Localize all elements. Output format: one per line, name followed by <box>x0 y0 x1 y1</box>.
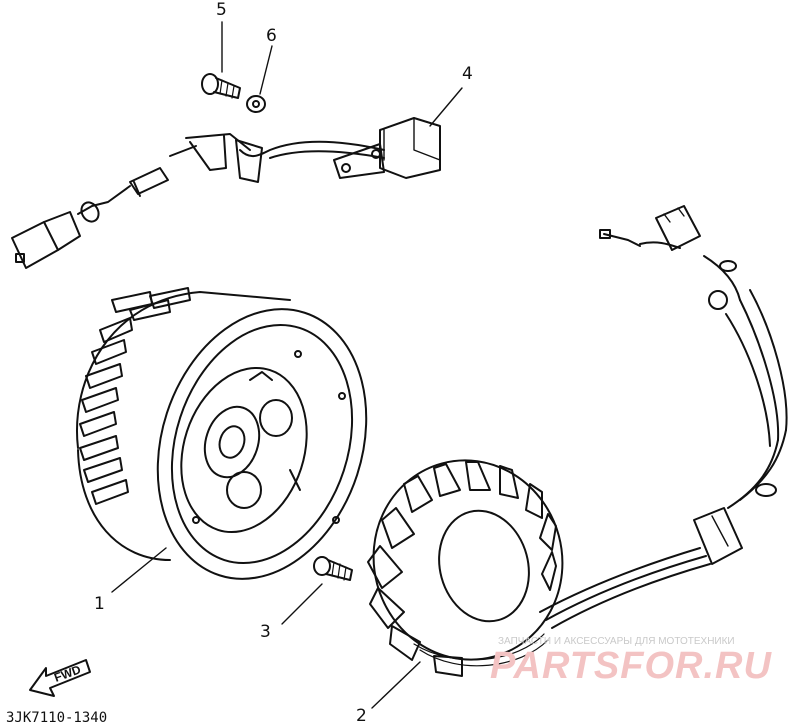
callout-1: 1 <box>94 594 105 614</box>
pickup-coil <box>11 117 441 269</box>
callout-5: 5 <box>216 0 227 20</box>
watermark-tagline: ЗАПЧАСТИ И АКСЕССУАРЫ ДЛЯ МОТОТЕХНИКИ <box>498 636 735 647</box>
stator-assembly <box>367 205 788 677</box>
diagram-code: 3JK7110-1340 <box>6 710 108 726</box>
rotor-flywheel <box>76 287 368 580</box>
callout-3: 3 <box>260 622 271 642</box>
pickup-screw <box>201 73 241 99</box>
callout-4: 4 <box>462 64 473 84</box>
washer <box>246 95 266 113</box>
callout-2: 2 <box>356 706 367 726</box>
fwd-arrow-icon: FWD <box>29 659 91 697</box>
watermark-logo: PARTSFOR.RU <box>490 645 772 687</box>
callout-6: 6 <box>266 26 277 46</box>
leader-lines <box>111 21 463 709</box>
stator-bolt <box>313 556 353 581</box>
